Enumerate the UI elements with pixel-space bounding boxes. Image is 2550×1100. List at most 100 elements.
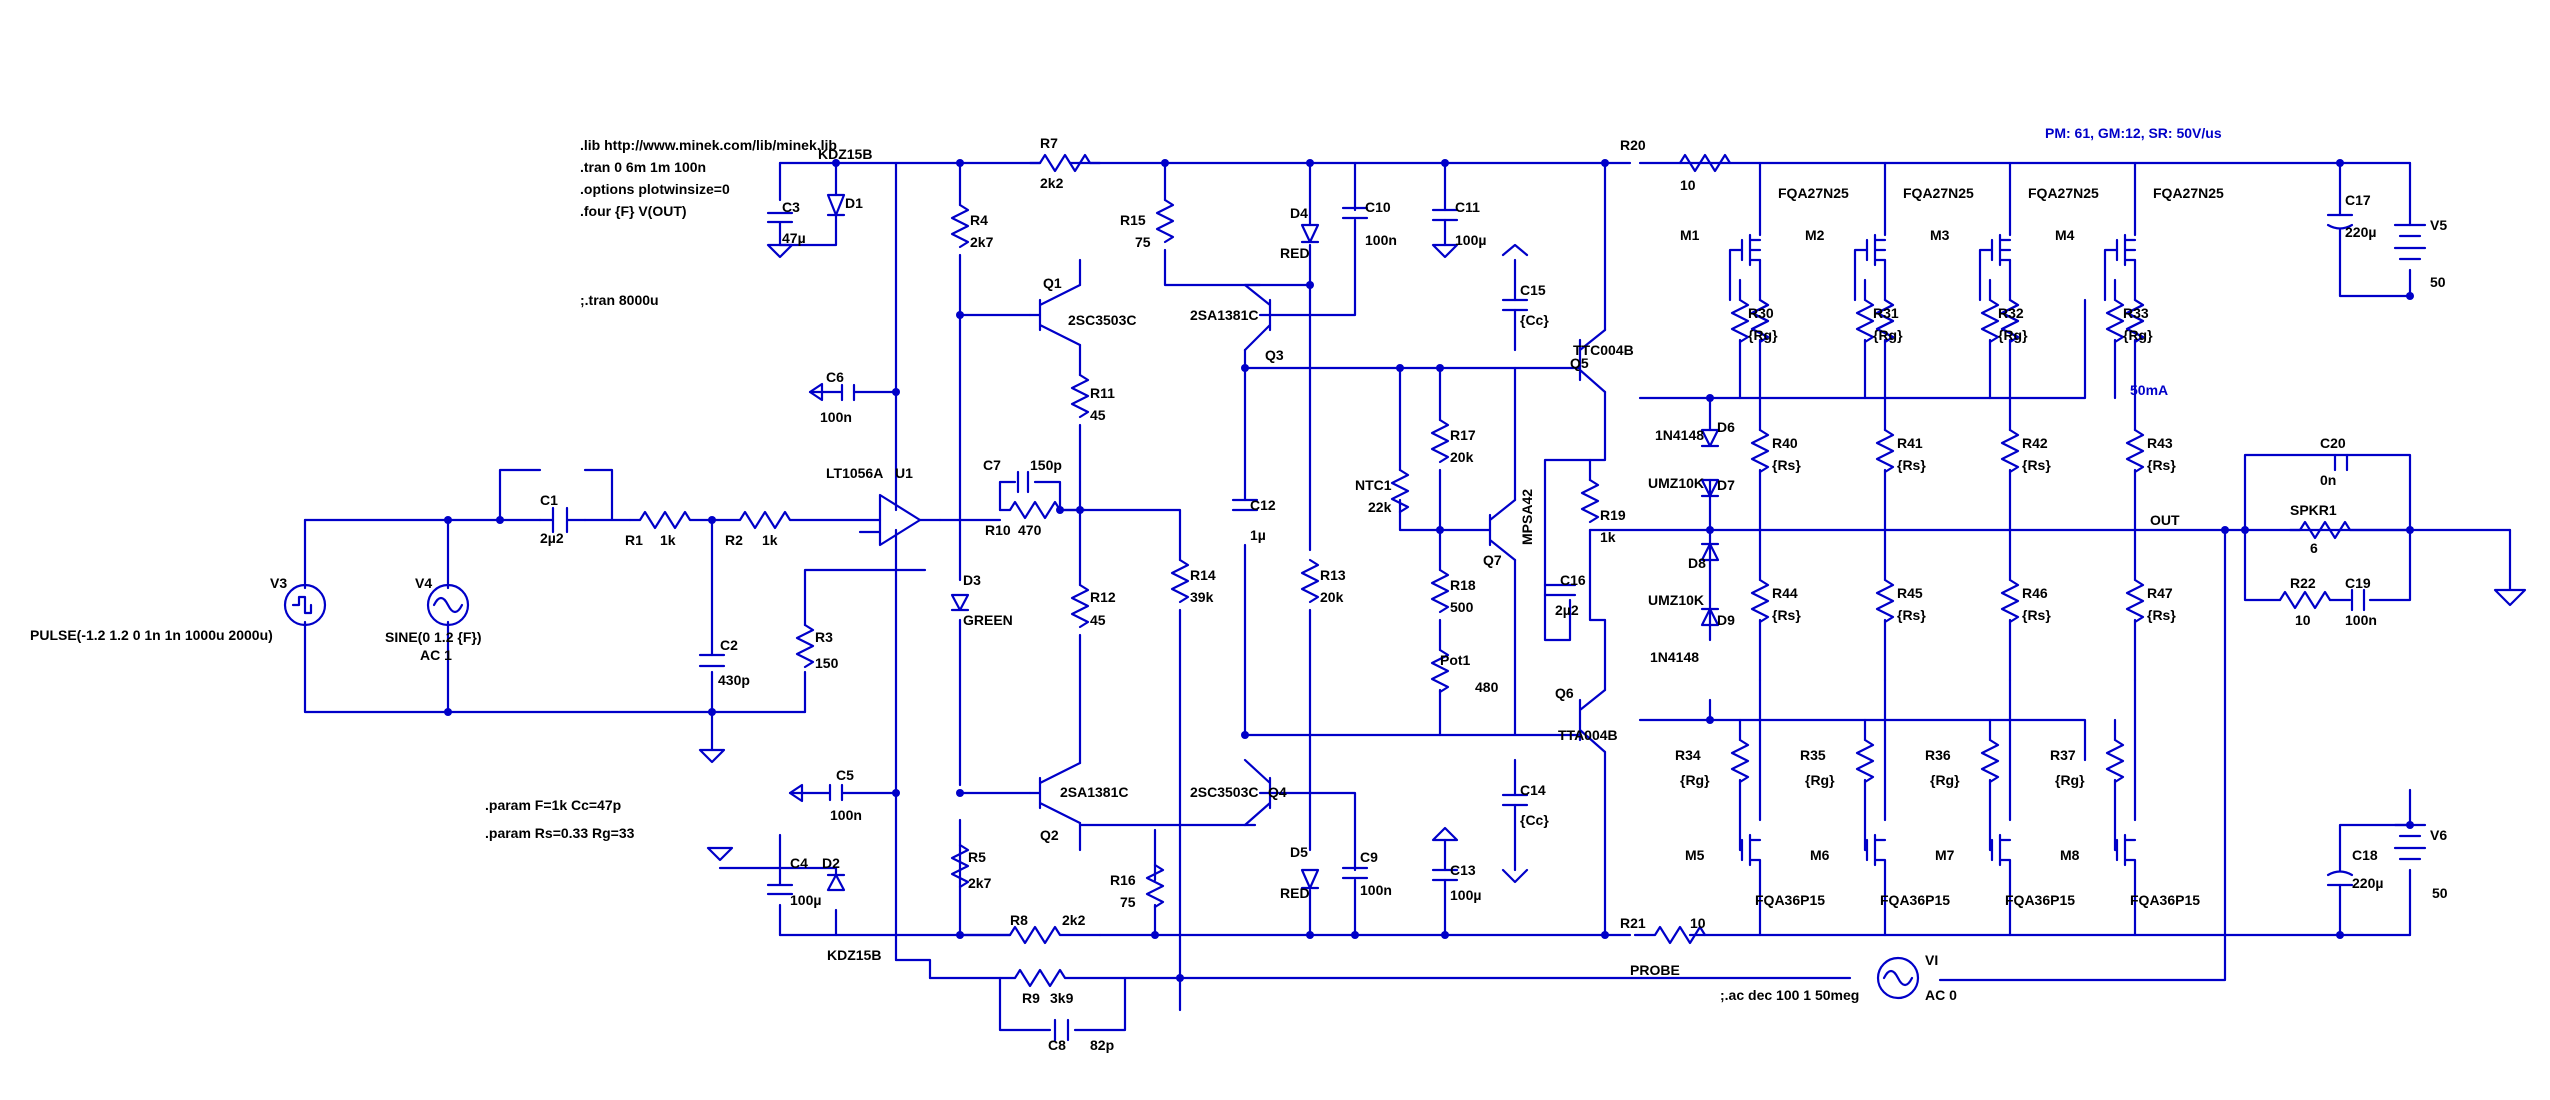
v4-source-icon: [426, 583, 470, 627]
c13-value: 100µ: [1450, 887, 1481, 903]
q5-part: TTC004B: [1573, 342, 1634, 358]
r11-value: 45: [1090, 407, 1106, 423]
positive-rail: [778, 161, 2412, 298]
r43-value: {Rs}: [2147, 457, 2176, 473]
r41-label: R41: [1897, 435, 1923, 451]
d5-label: D5: [1290, 844, 1308, 860]
c1-value: 2µ2: [540, 530, 564, 546]
junction-dots: [444, 159, 2414, 982]
c10-value: 100n: [1365, 232, 1397, 248]
r43-label: R43: [2147, 435, 2173, 451]
r18-value: 500: [1450, 599, 1474, 615]
q1-label: Q1: [1043, 275, 1062, 291]
directive-3: .options plotwinsize=0: [580, 181, 730, 197]
rs-upper-1: [1750, 428, 1770, 532]
rg-top-1: [1730, 278, 1750, 400]
rs-upper-2: [1875, 428, 1895, 532]
r14-value: 39k: [1190, 589, 1214, 605]
d9-part: 1N4148: [1650, 649, 1699, 665]
c5-value: 100n: [830, 807, 862, 823]
c12-value: 1µ: [1250, 527, 1266, 543]
m5-part: FQA36P15: [1755, 892, 1825, 908]
r30-label: R30: [1748, 305, 1774, 321]
r30-value: {Rg}: [1748, 327, 1778, 343]
nmos-1: [1740, 161, 1762, 267]
ac-comment: ;.ac dec 100 1 50meg: [1720, 987, 1859, 1003]
r7-label: R7: [1040, 135, 1058, 151]
tran-comment: ;.tran 8000u: [580, 292, 659, 308]
input-stage: [894, 153, 1262, 1042]
c15-label: C15: [1520, 282, 1546, 298]
output-stage: [1638, 298, 2087, 762]
q4-label: Q4: [1268, 784, 1287, 800]
ground-icon: [698, 748, 726, 764]
r16-value: 75: [1120, 894, 1136, 910]
supply-filter-bottom: [706, 783, 898, 937]
r21-value: 10: [1690, 915, 1706, 931]
r21-label: R21: [1620, 915, 1646, 931]
r36-label: R36: [1925, 747, 1951, 763]
r20-value: 10: [1680, 177, 1696, 193]
rs-top-1: [1750, 298, 1770, 432]
c18-value: 220µ: [2352, 875, 2383, 891]
r36-value: {Rg}: [1930, 772, 1960, 788]
directive-2: .tran 0 6m 1m 100n: [580, 159, 706, 175]
d7-part: UMZ10K: [1648, 475, 1704, 491]
pot1-label: Pot1: [1440, 652, 1471, 668]
q3-label: Q3: [1265, 347, 1284, 363]
r13-label: R13: [1320, 567, 1346, 583]
v4-label: V4: [415, 575, 432, 591]
c1-label: C1: [540, 492, 558, 508]
q3-part: 2SA1381C: [1190, 307, 1259, 323]
r20-label: R20: [1620, 137, 1646, 153]
m3-part: FQA27N25: [2028, 185, 2099, 201]
m3-label: M3: [1930, 227, 1950, 243]
input-section: [283, 161, 942, 962]
v3-value: PULSE(-1.2 1.2 0 1n 1n 1000u 2000u): [30, 627, 273, 643]
nmos-4: [2115, 161, 2137, 267]
r10-label: R10: [985, 522, 1011, 538]
rg-bottom-4: [2105, 718, 2125, 852]
rg-top-3: [1980, 278, 2000, 400]
r9-value: 3k9: [1050, 990, 1074, 1006]
c13-label: C13: [1450, 862, 1476, 878]
c3-label: C3: [782, 199, 800, 215]
r17-value: 20k: [1450, 449, 1474, 465]
r3-label: R3: [815, 629, 833, 645]
c15-value: {Cc}: [1520, 312, 1549, 328]
c2-label: C2: [720, 637, 738, 653]
v6-value: 50: [2432, 885, 2448, 901]
d2-label: D2: [822, 855, 840, 871]
q7-label: Q7: [1483, 552, 1502, 568]
c14-label: C14: [1520, 782, 1546, 798]
m4-part: FQA27N25: [2153, 185, 2224, 201]
nmos-gate-wire: [1978, 248, 1994, 302]
nmos-gate-wire: [2103, 248, 2119, 302]
rg-bottom-1: [1730, 718, 1750, 852]
r31-label: R31: [1873, 305, 1899, 321]
r13-value: 20k: [1320, 589, 1344, 605]
r2-value: 1k: [762, 532, 778, 548]
q1-part: 2SC3503C: [1068, 312, 1137, 328]
r35-value: {Rg}: [1805, 772, 1835, 788]
d6-label: D6: [1717, 419, 1735, 435]
m4-label: M4: [2055, 227, 2075, 243]
m8-label: M8: [2060, 847, 2080, 863]
r12-label: R12: [1090, 589, 1116, 605]
r16-label: R16: [1110, 872, 1136, 888]
d6-part: 1N4148: [1655, 427, 1704, 443]
m7-part: FQA36P15: [2005, 892, 2075, 908]
rs-upper-4: [2125, 428, 2145, 532]
pmos-2: [1865, 678, 1887, 937]
r34-label: R34: [1675, 747, 1701, 763]
ntc1-value: 22k: [1368, 499, 1392, 515]
r33-label: R33: [2123, 305, 2149, 321]
r22-label: R22: [2290, 575, 2316, 591]
u1-label: U1: [895, 465, 913, 481]
r5-value: 2k7: [968, 875, 992, 891]
q6-label: Q6: [1555, 685, 1574, 701]
m6-label: M6: [1810, 847, 1830, 863]
c17-value: 220µ: [2345, 224, 2376, 240]
rs-top-4: [2125, 298, 2145, 432]
